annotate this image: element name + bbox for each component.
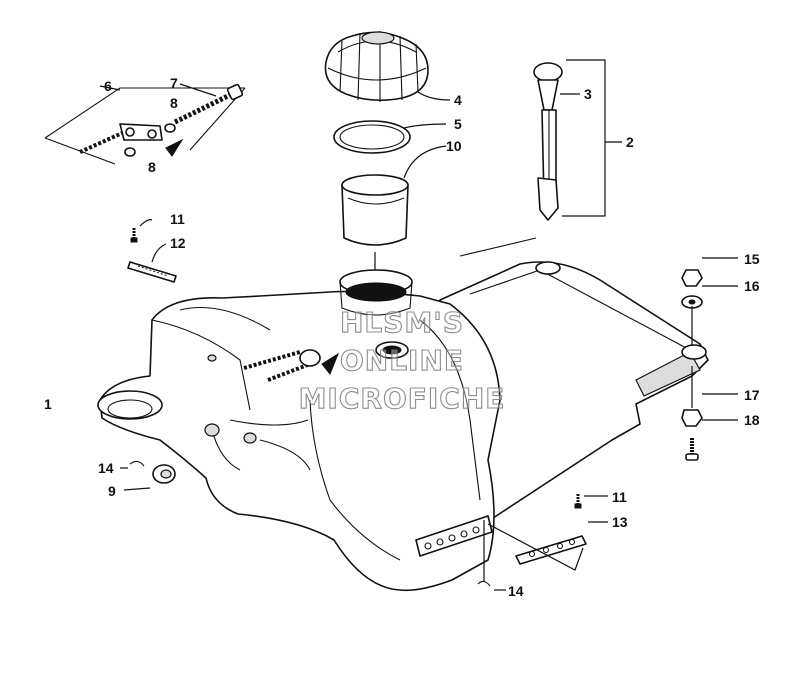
watermark-line-1: HLSM'S [340,306,464,339]
callout-10: 10 [446,138,462,154]
callout-15: 15 [744,251,760,267]
part-1-fuel-tank [97,237,709,592]
leader-lines [99,83,738,591]
watermark-line-2: ONLINE [340,344,464,377]
callout-8-lower: 8 [148,159,156,175]
part-16-washer [681,295,703,309]
watermark-line-3: MICROFICHE [299,382,506,415]
callout-6: 6 [104,78,112,94]
part-13-strap [515,535,587,565]
callout-16: 16 [744,278,760,294]
callout-4: 4 [454,92,462,108]
part-9-grommet [152,464,176,484]
part-2-fuel-gauge [533,59,606,221]
part-15-nut [681,269,703,287]
callout-5: 5 [454,116,462,132]
callout-18: 18 [744,412,760,428]
callout-14-bottom: 14 [508,583,524,599]
part-14-clip-left [129,460,145,467]
part-5-gasket [333,120,411,154]
part-4-fuel-cap [324,31,429,102]
watermark: HLSM'S ONLINE MICROFICHE [298,305,506,415]
part-6-bracket-assembly [44,83,246,165]
callout-11-lower: 11 [612,489,627,505]
callout-8-upper: 8 [170,95,178,111]
callout-11-upper: 11 [170,211,185,227]
callout-3: 3 [584,86,592,102]
callout-labels: 1 2 3 4 5 6 7 8 8 9 10 11 12 11 13 14 14… [44,75,760,599]
callout-14-left: 14 [98,460,114,476]
callout-7: 7 [170,75,178,91]
part-11-screw-top [130,228,138,243]
callout-1: 1 [44,396,52,412]
part-17-nut [681,409,703,427]
part-11-screw-bottom [574,494,582,509]
part-12-strap [127,261,177,283]
callout-2: 2 [626,134,634,150]
callout-12: 12 [170,235,186,251]
callout-17: 17 [744,387,760,403]
part-10-filler-sleeve [341,174,409,275]
callout-9: 9 [108,483,116,499]
part-14-clip-bottom [477,580,491,587]
part-18-bolt [685,438,699,461]
callout-13: 13 [612,514,628,530]
